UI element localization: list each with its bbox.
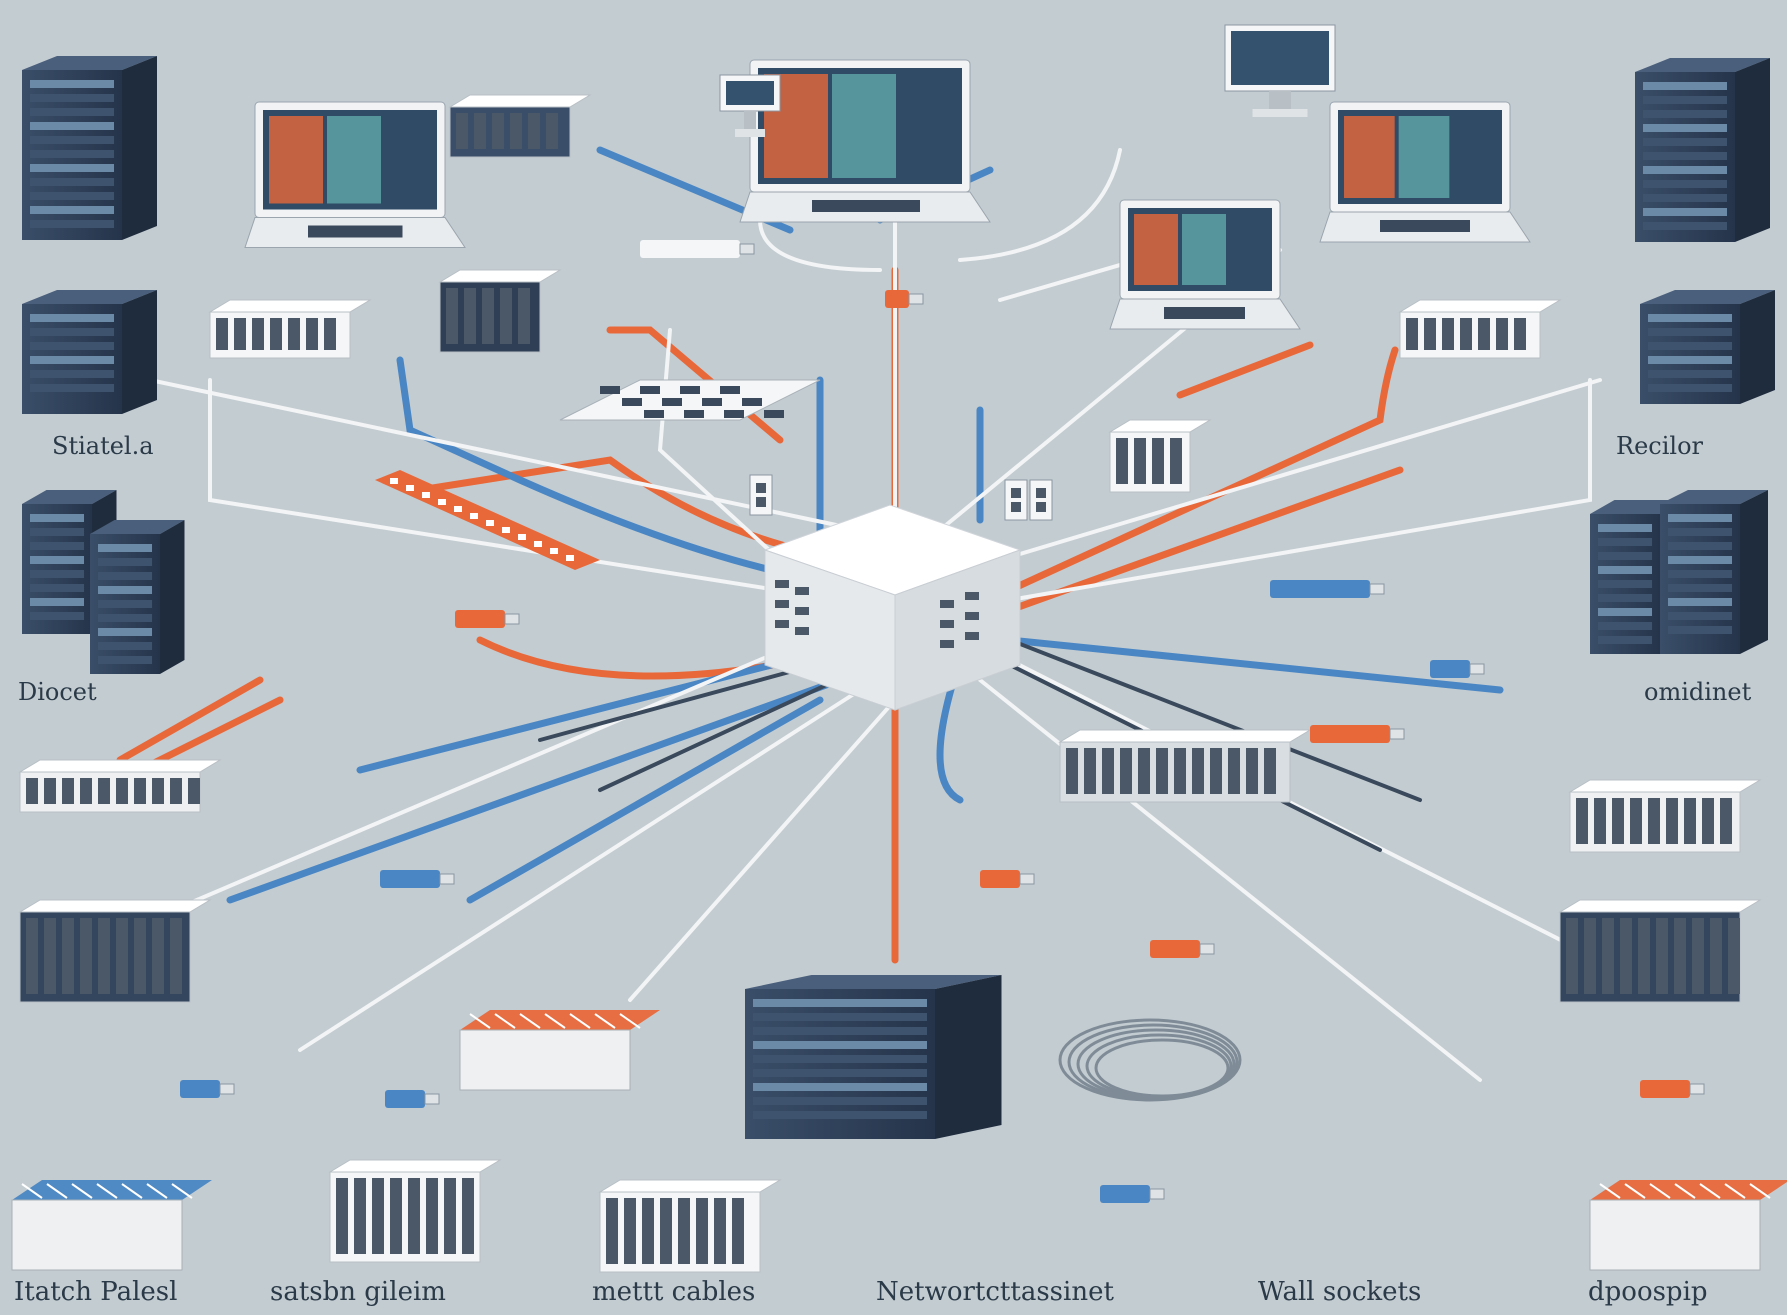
server-rack: [1635, 58, 1770, 242]
ethernet-connector: [380, 870, 455, 888]
laptop: [1319, 101, 1531, 243]
cable-dark: [1008, 638, 1422, 802]
monitor: [719, 74, 781, 137]
label-bottom-4: Networtcttassinet: [876, 1277, 1114, 1307]
patch-panel: [11, 1180, 212, 1271]
server-rack: [22, 56, 157, 240]
ethernet-connector: [180, 1080, 235, 1098]
wall-socket: [1029, 479, 1053, 521]
network-switch: [438, 269, 562, 353]
label-bottom-3: mettt cables: [592, 1277, 756, 1307]
cable-white: [958, 148, 1122, 262]
ethernet-connector: [885, 290, 924, 308]
devices: [11, 24, 1787, 1273]
server-rack: [1640, 290, 1775, 404]
ethernet-connector: [1430, 660, 1485, 678]
patch-panel: [375, 470, 600, 570]
label-bottom-1: Itatch Palesl: [14, 1277, 178, 1307]
network-switch: [1568, 779, 1762, 853]
wall-socket: [749, 474, 773, 516]
ethernet-connector: [455, 610, 520, 628]
laptop: [739, 59, 991, 223]
label-bottom-2: satsbn gileim: [270, 1277, 446, 1307]
ethernet-connector: [1270, 580, 1385, 598]
label-left-mid: Diocet: [18, 678, 97, 706]
network-switch: [208, 299, 372, 359]
ethernet-connector: [1640, 1080, 1705, 1098]
server-rack: [90, 520, 185, 674]
cable-orange: [1006, 466, 1404, 614]
network-switch: [1398, 299, 1562, 359]
ethernet-connector: [385, 1090, 440, 1108]
ethernet-connector: [1150, 940, 1215, 958]
orange-cables: [116, 266, 1404, 964]
label-right-top: Recilor: [1616, 432, 1703, 460]
ethernet-connector: [640, 240, 755, 258]
cable-orange: [1176, 341, 1314, 399]
hub-ports: [775, 580, 979, 648]
server-rack: [1660, 490, 1768, 654]
cable-white: [628, 698, 897, 1002]
network-switch: [18, 759, 222, 813]
cable-white: [657, 328, 782, 562]
cable-white: [1008, 378, 1592, 602]
ethernet-connector: [1100, 1185, 1165, 1203]
cable-white: [208, 378, 842, 602]
network-switch: [1058, 729, 1312, 803]
cable-orange: [116, 676, 264, 764]
router: [559, 379, 821, 421]
network-switch: [598, 1179, 782, 1273]
network-switch: [1558, 899, 1762, 1003]
cable-coil: [1058, 1018, 1242, 1102]
label-right-mid: omidinet: [1644, 678, 1752, 706]
ethernet-connector: [1310, 725, 1405, 743]
cable-white: [148, 628, 832, 922]
network-switch: [18, 899, 212, 1003]
network-switch: [448, 94, 592, 158]
cable-orange: [136, 696, 284, 774]
white-cables: [148, 148, 1602, 1082]
laptop: [1109, 199, 1301, 330]
network-switch: [1108, 419, 1212, 493]
network-switch: [328, 1159, 502, 1263]
patch-panel: [1589, 1180, 1787, 1271]
ethernet-connector: [980, 870, 1035, 888]
monitor: [1224, 24, 1336, 117]
cable-white: [998, 378, 1602, 562]
cable-blue: [466, 696, 824, 904]
cable-white: [148, 378, 862, 532]
label-bottom-5: Wall sockets: [1258, 1277, 1422, 1307]
network-hub: [763, 504, 1022, 711]
label-bottom-6: dpoospip: [1588, 1277, 1708, 1307]
cable-blue: [1006, 636, 1504, 694]
server-rack: [745, 975, 1002, 1139]
cable-blue: [356, 646, 834, 774]
label-left-top: Stiatel.a: [52, 432, 154, 460]
laptop: [244, 101, 466, 248]
cables: [116, 146, 1602, 1082]
server-rack: [22, 290, 157, 414]
wall-socket: [1004, 479, 1028, 521]
cable-blue: [226, 676, 844, 904]
cable-white: [298, 688, 862, 1052]
patch-panel: [459, 1010, 660, 1091]
cable-orange: [1006, 346, 1399, 594]
cable-white: [988, 648, 1602, 962]
cable-white: [757, 178, 882, 272]
